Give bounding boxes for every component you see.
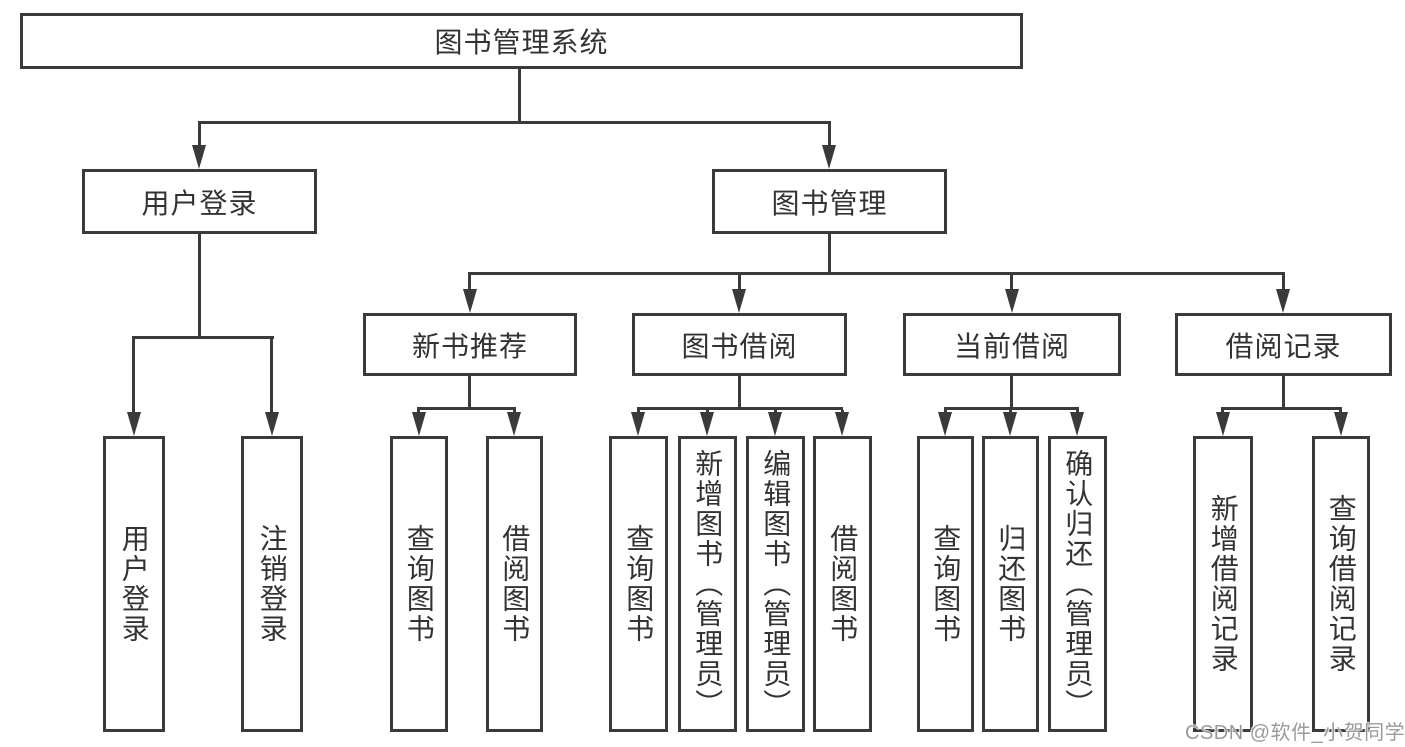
- arrow-down-icon: [822, 145, 836, 169]
- leaf-return-books-label: 归还图书: [995, 524, 1027, 644]
- node-library-system-label: 图书管理系统: [434, 27, 609, 58]
- leaf-confirm-return-admin-label: 确认归还（管理员）: [1062, 449, 1094, 719]
- leaf-query-borrow-record-label: 查询借阅记录: [1325, 494, 1357, 674]
- node-book-borrowing-label: 图书借阅: [681, 330, 798, 362]
- arrow-down-icon: [1276, 289, 1290, 313]
- leaf-query-books-current: 查询图书: [917, 436, 974, 732]
- connector-branch: [944, 407, 1079, 410]
- connector-stem: [738, 376, 741, 407]
- leaf-user-login-label: 用户登录: [118, 524, 150, 644]
- connector-stem: [1282, 376, 1285, 407]
- connector-stem: [468, 376, 471, 407]
- connector-drop: [468, 275, 471, 289]
- leaf-add-borrow-record: 新增借阅记录: [1193, 436, 1253, 732]
- arrow-down-icon: [192, 145, 206, 169]
- connector-branch: [637, 407, 843, 410]
- connector-stem: [1010, 376, 1013, 407]
- arrow-down-icon: [463, 289, 477, 313]
- arrow-down-icon: [1003, 412, 1017, 436]
- connector-branch: [1221, 407, 1342, 410]
- leaf-query-books-borrowing-label: 查询图书: [623, 524, 655, 644]
- arrow-down-icon: [265, 412, 279, 436]
- arrow-down-icon: [1005, 289, 1019, 313]
- arrow-down-icon: [1216, 412, 1230, 436]
- leaf-user-login: 用户登录: [103, 436, 165, 732]
- arrow-down-icon: [835, 412, 849, 436]
- node-borrowing-records-label: 借阅记录: [1225, 330, 1342, 362]
- arrow-down-icon: [127, 412, 141, 436]
- arrow-down-icon: [1070, 412, 1084, 436]
- connector-drop: [132, 339, 135, 412]
- leaf-borrow-books-recommend-label: 借阅图书: [499, 524, 531, 644]
- arrow-down-icon: [938, 412, 952, 436]
- leaf-return-books: 归还图书: [982, 436, 1039, 732]
- leaf-confirm-return-admin: 确认归还（管理员）: [1048, 436, 1107, 732]
- leaf-query-books-recommend: 查询图书: [390, 436, 448, 732]
- leaf-add-borrow-record-label: 新增借阅记录: [1207, 494, 1239, 674]
- watermark-text: CSDN @软件_小贺同学: [1185, 722, 1405, 744]
- node-new-book-recommendation-label: 新书推荐: [411, 330, 528, 362]
- arrow-down-icon: [700, 412, 714, 436]
- arrow-down-icon: [1334, 412, 1348, 436]
- connector-stem: [828, 233, 831, 272]
- node-book-management-label: 图书管理: [771, 187, 888, 219]
- node-book-borrowing: 图书借阅: [632, 313, 847, 376]
- node-current-borrowing: 当前借阅: [903, 313, 1121, 376]
- leaf-logout: 注销登录: [241, 436, 303, 732]
- connector-branch: [132, 336, 274, 339]
- arrow-down-icon: [412, 412, 426, 436]
- connector-stem: [198, 233, 201, 336]
- arrow-down-icon: [507, 412, 521, 436]
- connector-drop: [270, 339, 273, 412]
- connector-stem: [518, 69, 521, 121]
- leaf-borrow-books-label: 借阅图书: [827, 524, 859, 644]
- connector-branch: [468, 272, 1285, 275]
- connector-branch: [417, 407, 516, 410]
- node-library-system: 图书管理系统: [20, 13, 1023, 69]
- node-book-management: 图书管理: [712, 169, 947, 234]
- connector-drop: [828, 121, 831, 145]
- node-borrowing-records: 借阅记录: [1175, 313, 1392, 376]
- connector-drop: [1282, 275, 1285, 289]
- connector-drop: [198, 121, 201, 145]
- leaf-query-books-current-label: 查询图书: [930, 524, 962, 644]
- node-current-borrowing-label: 当前借阅: [953, 330, 1070, 362]
- leaf-edit-books-admin: 编辑图书（管理员）: [746, 436, 805, 732]
- node-new-book-recommendation: 新书推荐: [363, 313, 577, 376]
- leaf-query-books-recommend-label: 查询图书: [403, 524, 435, 644]
- leaf-edit-books-admin-label: 编辑图书（管理员）: [760, 449, 792, 719]
- leaf-logout-label: 注销登录: [256, 524, 288, 644]
- leaf-borrow-books-recommend: 借阅图书: [486, 436, 543, 732]
- arrow-down-icon: [631, 412, 645, 436]
- arrow-down-icon: [768, 412, 782, 436]
- connector-branch: [198, 121, 831, 124]
- connector-drop: [738, 275, 741, 289]
- leaf-query-books-borrowing: 查询图书: [609, 436, 668, 732]
- leaf-add-books-admin-label: 新增图书（管理员）: [692, 449, 724, 719]
- leaf-borrow-books: 借阅图书: [813, 436, 872, 732]
- leaf-add-books-admin: 新增图书（管理员）: [678, 436, 737, 732]
- node-user-login: 用户登录: [82, 169, 317, 234]
- node-user-login-label: 用户登录: [141, 187, 258, 219]
- connector-drop: [1010, 275, 1013, 289]
- leaf-query-borrow-record: 查询借阅记录: [1312, 436, 1370, 732]
- arrow-down-icon: [732, 289, 746, 313]
